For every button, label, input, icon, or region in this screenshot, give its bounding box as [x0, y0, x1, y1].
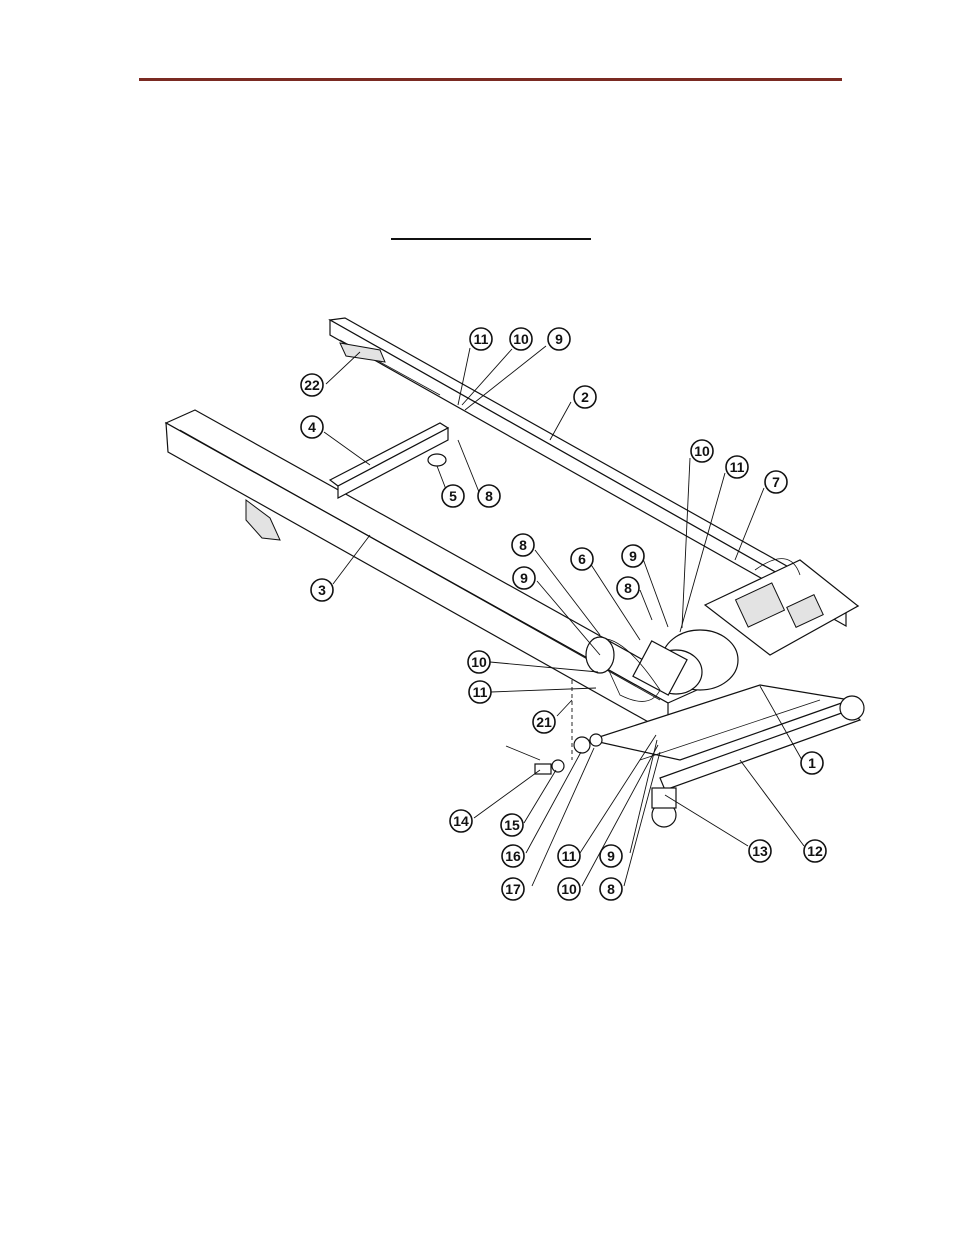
callout-6: 6: [571, 548, 593, 570]
svg-text:8: 8: [607, 881, 615, 897]
svg-text:9: 9: [607, 848, 615, 864]
parts-drawing: 11 10 9 22 2 4 5 8 10 11 7 3 8 6 9 9 8 1…: [148, 312, 888, 908]
svg-text:2: 2: [581, 389, 589, 405]
callout-4: 4: [301, 416, 323, 438]
callout-11-top: 11: [470, 328, 492, 350]
callout-17: 17: [502, 878, 524, 900]
title-underline: [391, 238, 591, 240]
svg-text:22: 22: [304, 377, 320, 393]
svg-text:12: 12: [807, 843, 823, 859]
callout-10-bottom: 10: [558, 878, 580, 900]
svg-text:6: 6: [578, 551, 586, 567]
callout-16: 16: [502, 845, 524, 867]
svg-text:10: 10: [694, 443, 710, 459]
svg-text:10: 10: [513, 331, 529, 347]
callout-22: 22: [301, 374, 323, 396]
svg-text:15: 15: [504, 817, 520, 833]
svg-text:9: 9: [555, 331, 563, 347]
callout-11-right: 11: [726, 456, 748, 478]
exploded-parts-diagram: 11 10 9 22 2 4 5 8 10 11 7 3 8 6 9 9 8 1…: [148, 312, 888, 908]
svg-text:5: 5: [449, 488, 457, 504]
svg-text:10: 10: [561, 881, 577, 897]
callout-8-top: 8: [478, 485, 500, 507]
svg-text:16: 16: [505, 848, 521, 864]
svg-text:17: 17: [505, 881, 521, 897]
svg-text:21: 21: [536, 714, 552, 730]
svg-text:11: 11: [730, 459, 745, 475]
header-rule: [139, 78, 842, 81]
svg-text:1: 1: [808, 755, 816, 771]
callout-15: 15: [501, 814, 523, 836]
svg-text:10: 10: [471, 654, 487, 670]
callout-9-mid: 9: [513, 567, 535, 589]
callout-1: 1: [801, 752, 823, 774]
svg-text:11: 11: [473, 684, 488, 700]
callout-10-right: 10: [691, 440, 713, 462]
callout-9-top: 9: [548, 328, 570, 350]
callout-9-right: 9: [622, 545, 644, 567]
callout-10-top: 10: [510, 328, 532, 350]
callout-3: 3: [311, 579, 333, 601]
svg-text:11: 11: [562, 848, 577, 864]
svg-text:3: 3: [318, 582, 326, 598]
callout-13: 13: [749, 840, 771, 862]
callout-8-right: 8: [617, 577, 639, 599]
svg-text:9: 9: [520, 570, 528, 586]
callout-11-bottom: 11: [558, 845, 580, 867]
callout-7: 7: [765, 471, 787, 493]
callout-9-bottom: 9: [600, 845, 622, 867]
svg-text:14: 14: [453, 813, 469, 829]
callout-21: 21: [533, 711, 555, 733]
svg-text:8: 8: [519, 537, 527, 553]
svg-text:13: 13: [752, 843, 768, 859]
callout-12: 12: [804, 840, 826, 862]
svg-text:11: 11: [474, 331, 489, 347]
svg-text:8: 8: [485, 488, 493, 504]
callout-10-left: 10: [468, 651, 490, 673]
svg-text:7: 7: [772, 474, 780, 490]
callout-5: 5: [442, 485, 464, 507]
svg-text:4: 4: [308, 419, 316, 435]
callout-11-left: 11: [469, 681, 491, 703]
callout-14: 14: [450, 810, 472, 832]
callout-8-bottom: 8: [600, 878, 622, 900]
svg-text:9: 9: [629, 548, 637, 564]
rubber-foot: [428, 454, 446, 466]
callout-8-mid: 8: [512, 534, 534, 556]
svg-text:8: 8: [624, 580, 632, 596]
callout-2: 2: [574, 386, 596, 408]
